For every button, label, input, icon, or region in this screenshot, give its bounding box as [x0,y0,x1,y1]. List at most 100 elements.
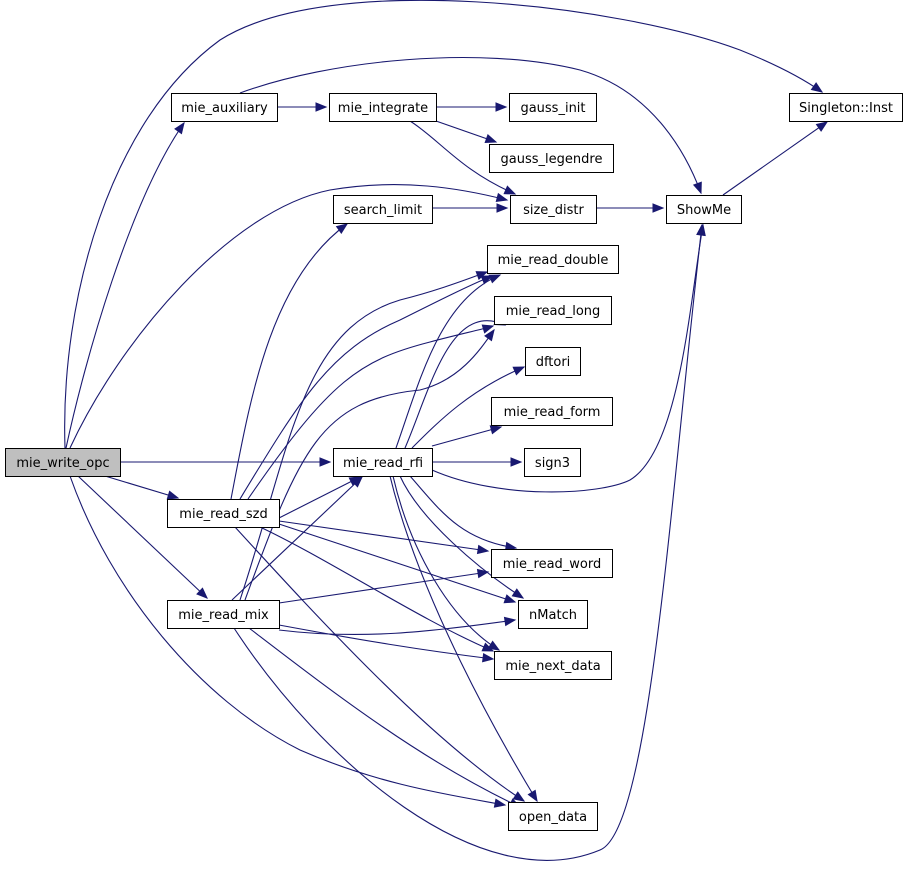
node-box [491,549,613,578]
node-mie-read-form[interactable]: mie_read_form [491,397,613,426]
node-label: mie_read_form [504,405,601,420]
node-gauss-legendre[interactable]: gauss_legendre [489,144,614,173]
node-mie-read-szd[interactable]: mie_read_szd [167,499,280,528]
node-label: Singleton::Inst [799,101,893,116]
edge-line [239,271,488,601]
edge-line [431,426,502,447]
node-dftori[interactable]: dftori [525,347,581,376]
arrowhead-icon [319,457,332,467]
node-mie-next-data[interactable]: mie_next_data [494,651,612,680]
node-mie-read-mix[interactable]: mie_read_mix [167,600,280,629]
node-label: gauss_init [520,101,585,116]
node-label: mie_write_opc [16,456,109,471]
node-mie-read-double[interactable]: mie_read_double [487,245,619,274]
edge-mie-write-opc-to-size-distr [69,184,509,449]
arrowhead-icon [495,192,509,202]
node-box [167,499,280,528]
arrowhead-icon [489,425,503,435]
node-gauss-init[interactable]: gauss_init [509,93,597,122]
node-box [510,195,597,224]
edge-line [247,325,494,500]
edge-line [435,120,497,143]
node-singleton-inst[interactable]: Singleton::Inst [789,93,903,122]
arrowhead-icon [496,203,509,213]
arrowhead-icon [476,544,490,555]
arrowhead-icon [510,457,523,467]
edge-line [244,329,495,601]
edge-mie-read-mix-to-mie-read-rfi [231,476,363,601]
edge-line [230,223,348,500]
edge-line [278,624,494,660]
node-nMatch[interactable]: nMatch [518,600,588,629]
edge-line [248,627,521,808]
edge-mie-auxiliary-to-mie-integrate [277,102,328,112]
arrowhead-icon [527,789,538,803]
node-label: mie_read_long [506,304,601,319]
node-box [666,195,742,224]
arrowhead-icon [503,616,517,627]
arrowhead-icon [511,588,525,599]
edge-line [392,475,500,651]
arrowhead-icon [315,102,328,112]
edge-line [431,224,704,493]
node-box [333,448,433,477]
edge-line [65,122,185,449]
edge-mie-read-rfi-to-mie-read-form [431,425,503,447]
node-label: size_distr [523,203,584,218]
node-label: search_limit [344,203,422,218]
node-box [491,397,613,426]
edge-mie-write-opc-to-mie-read-szd [104,475,180,500]
arrowhead-icon [487,640,501,651]
node-box [525,347,581,376]
edge-line [722,121,828,196]
edge-mie-read-mix-to-ShowMe [233,223,706,861]
edge-line [259,526,494,652]
edge-mie-auxiliary-to-ShowMe [239,57,702,195]
edge-mie-integrate-to-gauss-init [436,102,508,112]
edge-line [104,475,179,499]
node-mie-auxiliary[interactable]: mie_auxiliary [171,93,278,122]
node-ShowMe[interactable]: ShowMe [666,195,742,224]
node-mie-read-rfi[interactable]: mie_read_rfi [333,448,433,477]
edge-mie-read-szd-to-nMatch [278,523,517,604]
arrowhead-icon [174,121,185,135]
node-box [518,600,588,629]
edge-line [64,0,823,449]
edge-mie-read-mix-to-nMatch [278,616,517,636]
edge-mie-read-rfi-to-ShowMe [431,223,706,493]
node-label: nMatch [529,608,577,623]
node-mie-read-word[interactable]: mie_read_word [491,549,613,578]
node-box [494,651,612,680]
node-mie-read-long[interactable]: mie_read_long [494,296,612,325]
node-label: sign3 [535,456,570,471]
node-box [5,448,121,477]
node-search-limit[interactable]: search_limit [333,195,433,224]
edge-line [278,476,361,519]
edge-mie-read-rfi-to-dftori [411,366,526,449]
arrowhead-icon [335,223,349,234]
edge-mie-read-rfi-to-mie-next-data [392,475,501,651]
edge-line [69,475,506,806]
arrowhead-icon [196,587,208,599]
node-label: mie_integrate [338,101,428,116]
edge-mie-read-rfi-to-mie-read-word [409,475,518,552]
edge-mie-integrate-to-size-distr [409,120,517,195]
edge-line [239,275,493,500]
arrowhead-icon [495,102,508,112]
edge-mie-read-szd-to-mie-read-word [278,520,490,555]
node-label: mie_read_szd [179,507,267,522]
edge-ShowMe-to-singleton-inst [722,121,829,196]
node-label: open_data [519,810,587,825]
node-size-distr[interactable]: size_distr [510,195,597,224]
edge-size-distr-to-ShowMe [596,203,665,213]
node-mie-write-opc[interactable]: mie_write_opc [5,448,121,477]
edge-mie-write-opc-to-mie-auxiliary [65,121,185,449]
node-mie-integrate[interactable]: mie_integrate [329,93,437,122]
node-open-data[interactable]: open_data [508,802,598,831]
edge-mie-read-rfi-to-mie-read-double [395,274,502,449]
node-sign3[interactable]: sign3 [524,448,581,477]
edge-line [233,224,703,861]
node-label: gauss_legendre [501,152,603,167]
edge-mie-write-opc-to-mie-read-mix [77,475,208,599]
